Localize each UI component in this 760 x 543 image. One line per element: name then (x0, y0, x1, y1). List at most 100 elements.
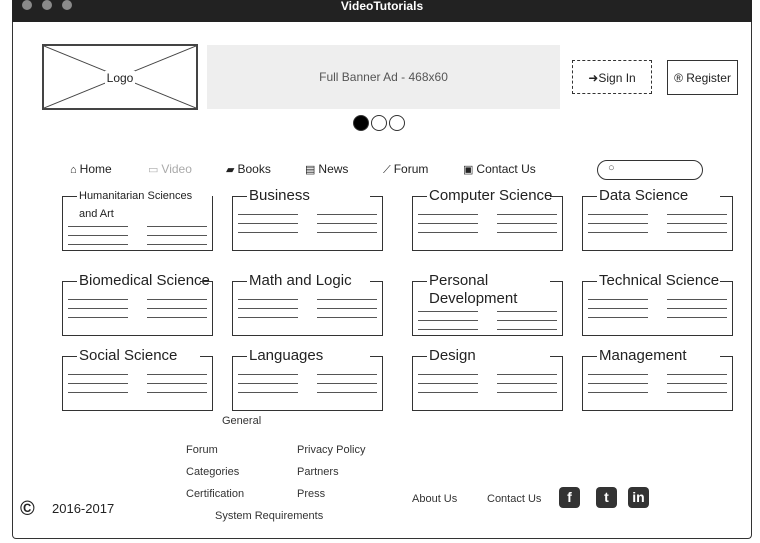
placeholder-text-line (497, 232, 557, 233)
nav-forum[interactable]: ⟋Forum (383, 162, 428, 177)
category-card[interactable]: Biomedical Science (62, 272, 213, 336)
placeholder-text-line (418, 311, 478, 312)
category-card[interactable]: Business (232, 187, 383, 251)
forum-icon: ⟋ (383, 164, 391, 176)
twitter-icon[interactable]: t (596, 487, 617, 508)
placeholder-text-line (588, 299, 648, 300)
card-border (200, 281, 212, 282)
footer-link-categories[interactable]: Categories (186, 466, 240, 478)
category-title: Languages (247, 347, 326, 365)
footer-link-forum[interactable]: Forum (186, 444, 218, 456)
placeholder-text-line (68, 374, 128, 375)
category-title: Biomedical Science (77, 272, 212, 290)
placeholder-text-line (497, 383, 557, 384)
search-input[interactable]: ○ (597, 160, 703, 180)
facebook-icon[interactable]: f (559, 487, 580, 508)
placeholder-text-line (147, 317, 207, 318)
nav-home[interactable]: ⌂Home (70, 162, 112, 176)
placeholder-text-line (238, 214, 298, 215)
carousel-dot-3[interactable] (389, 115, 405, 131)
footer-link-partners[interactable]: Partners (297, 466, 339, 478)
book-icon: ▰ (226, 164, 235, 176)
nav-contact[interactable]: ▣Contact Us (463, 162, 536, 176)
linkedin-icon[interactable]: in (628, 487, 649, 508)
placeholder-text-line (497, 320, 557, 321)
card-border (720, 356, 732, 357)
footer-link-contact[interactable]: Contact Us (487, 493, 542, 505)
placeholder-text-line (147, 226, 207, 227)
card-border (370, 281, 382, 282)
card-border (413, 356, 427, 357)
placeholder-text-line (147, 383, 207, 384)
placeholder-text-line (238, 232, 298, 233)
placeholder-text-line (238, 299, 298, 300)
register-button[interactable]: ® Register (667, 60, 738, 95)
maximize-window-button[interactable] (62, 0, 72, 10)
placeholder-text-line (238, 374, 298, 375)
card-border (550, 196, 562, 197)
category-card[interactable]: Languages (232, 347, 383, 411)
category-title: Technical Science (597, 272, 722, 290)
register-label: Register (686, 71, 731, 85)
category-card[interactable]: Math and Logic (232, 272, 383, 336)
placeholder-text-line (68, 392, 128, 393)
footer-link-about[interactable]: About Us (412, 493, 458, 505)
category-card[interactable]: Technical Science (582, 272, 733, 336)
card-border (550, 281, 562, 282)
footer-link-system-requirements[interactable]: System Requirements (215, 510, 324, 522)
placeholder-text-line (68, 383, 128, 384)
category-card[interactable]: Personal Development (412, 272, 563, 336)
placeholder-text-line (497, 223, 557, 224)
carousel-dot-1[interactable] (353, 115, 369, 131)
placeholder-text-line (68, 226, 128, 227)
placeholder-text-line (68, 308, 128, 309)
placeholder-text-line (317, 223, 377, 224)
category-card[interactable]: Social Science (62, 347, 213, 411)
logo-placeholder[interactable]: Logo (42, 44, 198, 110)
placeholder-text-line (588, 374, 648, 375)
sign-in-label: Sign In (598, 71, 636, 85)
minimize-window-button[interactable] (42, 0, 52, 10)
placeholder-text-line (68, 235, 128, 236)
placeholder-text-line (667, 299, 727, 300)
category-card[interactable]: Data Science (582, 187, 733, 251)
sign-in-icon: ➜ (588, 71, 599, 85)
footer-link-certification[interactable]: Certification (186, 488, 245, 500)
category-title: Business (247, 187, 312, 205)
placeholder-text-line (317, 299, 377, 300)
placeholder-text-line (317, 308, 377, 309)
window-controls (22, 0, 82, 13)
placeholder-text-line (418, 232, 478, 233)
placeholder-text-line (418, 320, 478, 321)
placeholder-text-line (667, 214, 727, 215)
card-border (583, 196, 597, 197)
card-border (413, 196, 427, 197)
close-window-button[interactable] (22, 0, 32, 10)
category-card[interactable]: Humanitarian Sciences and Art (62, 187, 213, 251)
banner-ad[interactable]: Full Banner Ad - 468x60 (207, 45, 560, 109)
sign-in-button[interactable]: ➜Sign In (572, 60, 652, 94)
placeholder-text-line (667, 317, 727, 318)
card-border (583, 356, 597, 357)
nav-forum-label: Forum (393, 162, 429, 176)
placeholder-text-line (68, 317, 128, 318)
carousel-dot-2[interactable] (371, 115, 387, 131)
nav-books[interactable]: ▰Books (226, 162, 271, 176)
category-title: Data Science (597, 187, 691, 205)
category-card[interactable]: Management (582, 347, 733, 411)
footer-link-press[interactable]: Press (297, 488, 326, 500)
category-card[interactable]: Computer Science (412, 187, 563, 251)
footer-link-privacy[interactable]: Privacy Policy (297, 444, 366, 456)
placeholder-text-line (418, 392, 478, 393)
nav-video[interactable]: ▭Video (148, 162, 192, 176)
placeholder-text-line (147, 308, 207, 309)
placeholder-text-line (418, 329, 478, 330)
placeholder-text-line (588, 392, 648, 393)
card-border (370, 356, 382, 357)
window-title: VideoTutorials (340, 0, 424, 13)
category-card[interactable]: Design (412, 347, 563, 411)
carousel-indicator (353, 115, 407, 133)
placeholder-text-line (147, 244, 207, 245)
nav-news[interactable]: ▤News (305, 162, 348, 176)
card-border (370, 196, 382, 197)
